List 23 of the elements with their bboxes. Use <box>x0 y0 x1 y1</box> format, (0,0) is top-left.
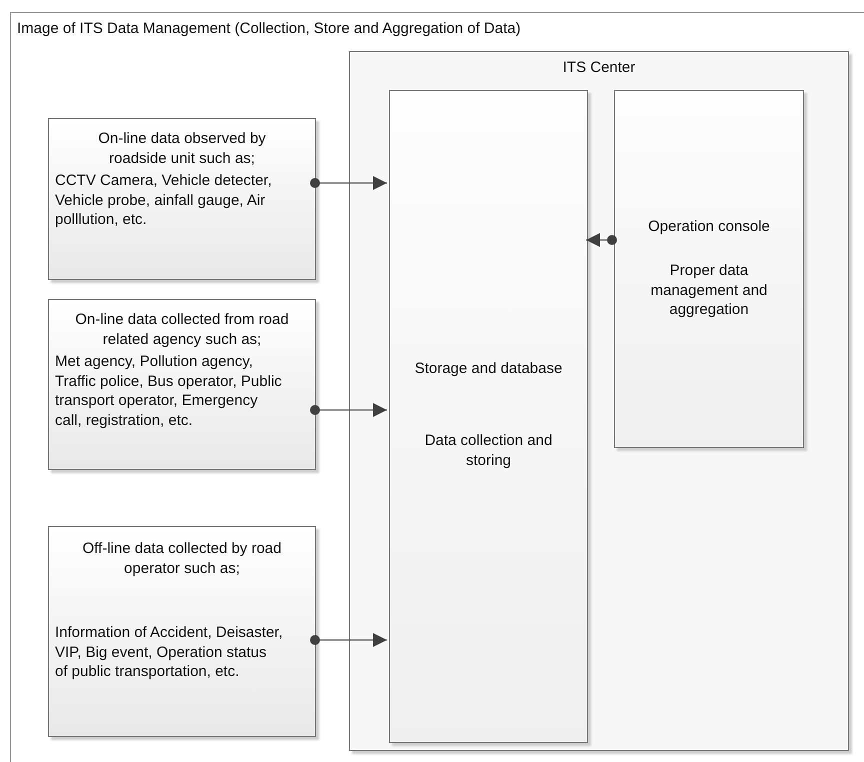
frame-heading: Image of ITS Data Management (Collection, Store and Aggregation of Data) <box>17 19 522 38</box>
data-source-box <box>48 526 316 737</box>
arrow <box>586 233 617 247</box>
box-description: CCTV Camera, Vehicle detecter, Vehicle probe, ainfall gauge, Air polllution, etc. <box>55 171 273 230</box>
diagram-frame <box>10 12 864 762</box>
arrow <box>310 633 387 647</box>
box-description: Information of Accident, Deisaster, VIP, Big event, Operation status of public transportation, etc. <box>55 623 283 682</box>
group-container <box>349 51 849 751</box>
box-heading: Storage and database <box>414 359 563 378</box>
group-title: ITS Center <box>562 58 636 78</box>
box-description: Proper data management and aggregation <box>650 261 768 320</box>
arrow <box>310 403 387 417</box>
box-heading: Off-line data collected by road operator such as; <box>81 539 282 578</box>
arrow <box>310 176 387 190</box>
box-heading: Operation console <box>647 217 771 236</box>
box-heading: On-line data observed by roadside unit such as; <box>97 129 267 168</box>
data-source-box <box>48 299 316 470</box>
box-heading: On-line data collected from road related agency such as; <box>74 310 290 349</box>
box-description: Met agency, Pollution agency, Traffic police, Bus operator, Public transport operator, Emergency call, registration, etc. <box>55 352 283 430</box>
process-box <box>614 90 804 448</box>
box-description: Data collection and storing <box>424 431 554 470</box>
data-source-box <box>48 118 316 280</box>
process-box <box>389 90 588 743</box>
